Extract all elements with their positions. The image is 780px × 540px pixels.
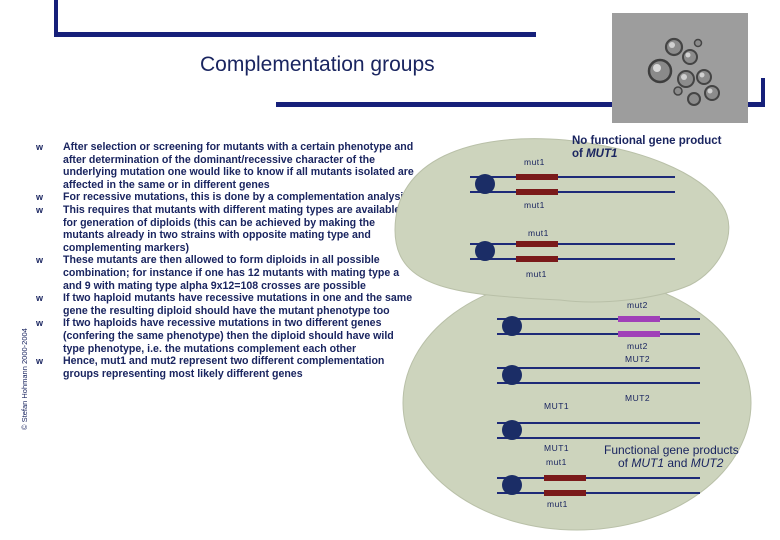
bullet-marker-icon: w bbox=[36, 192, 44, 203]
haploid-cell-1 bbox=[394, 138, 730, 303]
note-line: No functional gene product bbox=[572, 135, 722, 147]
gene-label-mut1: mut1 bbox=[547, 499, 568, 509]
gene-label-MUT2: MUT2 bbox=[625, 354, 651, 364]
bullet-text: If two haploid mutants have recessive mu… bbox=[63, 292, 413, 317]
mut1-marker bbox=[516, 174, 558, 180]
yeast-micrograph-image bbox=[612, 13, 748, 123]
gene-label-mut1: mut1 bbox=[524, 200, 545, 210]
title-left-bar bbox=[54, 0, 58, 37]
functional-products-note: Functional gene products of MUT1 and MUT… bbox=[604, 444, 739, 470]
chromosome-pair-2 bbox=[470, 241, 675, 262]
mut1-marker bbox=[516, 241, 558, 247]
note-line: of MUT1 bbox=[572, 148, 722, 161]
mut1-marker bbox=[516, 189, 558, 195]
bullet-item: w If two haploids have recessive mutatio… bbox=[36, 317, 416, 355]
gene-label-MUT2: MUT2 bbox=[625, 393, 651, 403]
title-top-bar bbox=[54, 32, 536, 37]
bullet-item: w For recessive mutations, this is done … bbox=[36, 191, 416, 204]
gene-label-mut1: mut1 bbox=[526, 269, 547, 279]
note-line: of MUT1 and MUT2 bbox=[604, 457, 739, 470]
centromere bbox=[475, 241, 495, 261]
bullet-list: w After selection or screening for mutan… bbox=[36, 141, 416, 380]
chromosome-pair-3 bbox=[497, 316, 700, 337]
bullet-item: w Hence, mut1 and mut2 represent two dif… bbox=[36, 355, 416, 380]
gene-label-MUT1: MUT1 bbox=[544, 443, 570, 453]
no-functional-product-note: No functional gene product of MUT1 bbox=[572, 135, 722, 161]
bullet-text: If two haploids have recessive mutations… bbox=[63, 317, 394, 355]
mut2-marker bbox=[618, 331, 660, 337]
gene-label-mut1: mut1 bbox=[528, 228, 549, 238]
bullet-marker-icon: w bbox=[36, 318, 44, 329]
bullet-text: Hence, mut1 and mut2 represent two diffe… bbox=[63, 355, 385, 380]
chromosome-pair-1 bbox=[470, 174, 675, 195]
centromere bbox=[502, 365, 522, 385]
bullet-text: This requires that mutants with differen… bbox=[63, 203, 401, 254]
mut1-marker bbox=[516, 256, 558, 262]
gene-label-mut1: mut1 bbox=[546, 457, 567, 467]
gene-name: MUT2 bbox=[690, 456, 724, 470]
centromere bbox=[475, 174, 495, 194]
bullet-item: w After selection or screening for mutan… bbox=[36, 141, 416, 191]
gene-label-mut2: mut2 bbox=[627, 341, 648, 351]
title-bottom-bar bbox=[276, 102, 761, 107]
chromosome-pair-4 bbox=[497, 365, 700, 385]
note-text: of bbox=[618, 456, 632, 470]
bullet-marker-icon: w bbox=[36, 204, 44, 215]
bullet-item: w If two haploid mutants have recessive … bbox=[36, 292, 416, 317]
bullet-text: After selection or screening for mutants… bbox=[63, 141, 414, 191]
note-text: of bbox=[572, 148, 587, 160]
mut1-marker bbox=[544, 490, 586, 496]
bullet-item: w This requires that mutants with differ… bbox=[36, 204, 416, 254]
gene-name: MUT1 bbox=[631, 456, 665, 470]
bullet-item: w These mutants are then allowed to form… bbox=[36, 254, 416, 292]
bullet-marker-icon: w bbox=[36, 255, 44, 266]
centromere bbox=[502, 420, 522, 440]
chromosome-pair-5 bbox=[497, 420, 700, 440]
bullet-text: For recessive mutations, this is done by… bbox=[63, 191, 410, 204]
note-text: and bbox=[664, 456, 691, 470]
centromere bbox=[502, 475, 522, 495]
note-line: Functional gene products bbox=[604, 443, 739, 457]
gene-label-mut1: mut1 bbox=[524, 157, 545, 167]
page-title: Complementation groups bbox=[200, 53, 435, 76]
gene-label-MUT1: MUT1 bbox=[544, 401, 570, 411]
bullet-marker-icon: w bbox=[36, 293, 44, 304]
centromere bbox=[502, 316, 522, 336]
bullet-marker-icon: w bbox=[36, 142, 44, 152]
mut1-marker bbox=[544, 475, 586, 481]
gene-name: MUT1 bbox=[586, 148, 618, 160]
gene-label-mut2: mut2 bbox=[627, 300, 648, 310]
mut2-marker bbox=[618, 316, 660, 322]
title-right-bar bbox=[761, 78, 765, 107]
chromosome-pair-6 bbox=[497, 475, 700, 496]
bullet-marker-icon: w bbox=[36, 356, 44, 367]
bullet-text: These mutants are then allowed to form d… bbox=[63, 254, 400, 292]
